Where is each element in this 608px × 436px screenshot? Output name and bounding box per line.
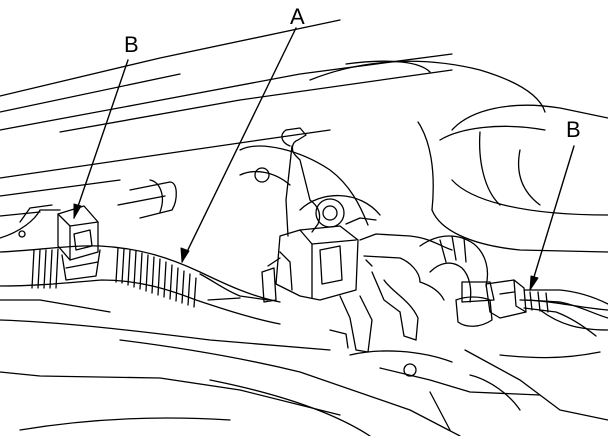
engine-structure-lines [0, 19, 608, 436]
arrowheads [73, 203, 539, 291]
callout-label-a: A [290, 4, 305, 29]
callout-label-b-left: B [124, 32, 139, 57]
leader-lines [73, 27, 575, 291]
hose [419, 235, 495, 327]
leader-a [181, 27, 297, 263]
leader-b-right [529, 145, 575, 291]
left-clip [57, 205, 101, 281]
arrowhead-b-right [529, 275, 539, 291]
right-clip [485, 279, 608, 337]
connector-cluster [261, 127, 453, 353]
left-harness [0, 204, 281, 325]
arrowhead-a [180, 247, 190, 263]
leader-b-left [73, 59, 129, 219]
arrowhead-b-left [73, 203, 82, 219]
callout-label-b-right: B [566, 117, 581, 142]
